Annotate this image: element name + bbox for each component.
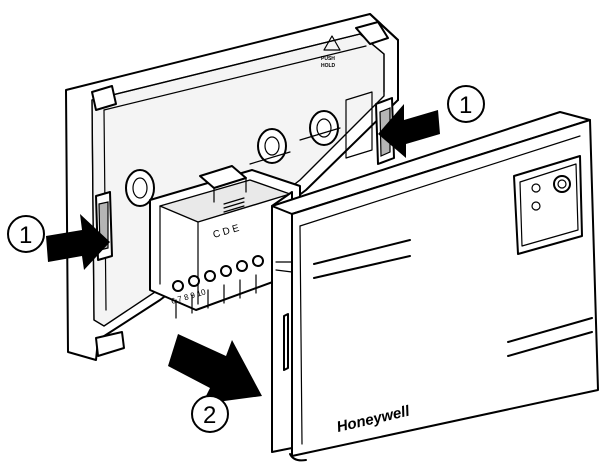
callout-step1-right: 1 xyxy=(447,85,485,123)
screw-hole xyxy=(125,169,155,207)
terminal-block: C D E 6 7 8 9 10 xyxy=(149,165,301,319)
callout-number: 2 xyxy=(203,402,216,429)
screw-hole xyxy=(257,128,287,164)
callout-step2: 2 xyxy=(191,395,229,433)
push-arrow-right-icon xyxy=(378,104,440,158)
warning-symbol-icon: PUSH HOLD xyxy=(321,35,341,69)
callout-number: 1 xyxy=(19,222,32,249)
pull-arrow-icon xyxy=(168,334,262,404)
marking-text-1: PUSH xyxy=(321,56,335,62)
marking-text-2: HOLD xyxy=(321,63,336,69)
callout-number: 1 xyxy=(459,92,472,119)
callout-step1-left: 1 xyxy=(7,215,45,253)
terminal-screws xyxy=(172,255,264,292)
led-window xyxy=(513,155,583,255)
screw-hole xyxy=(309,110,339,146)
push-arrow-left-icon xyxy=(46,214,110,270)
front-cover: Honeywell xyxy=(271,111,599,462)
